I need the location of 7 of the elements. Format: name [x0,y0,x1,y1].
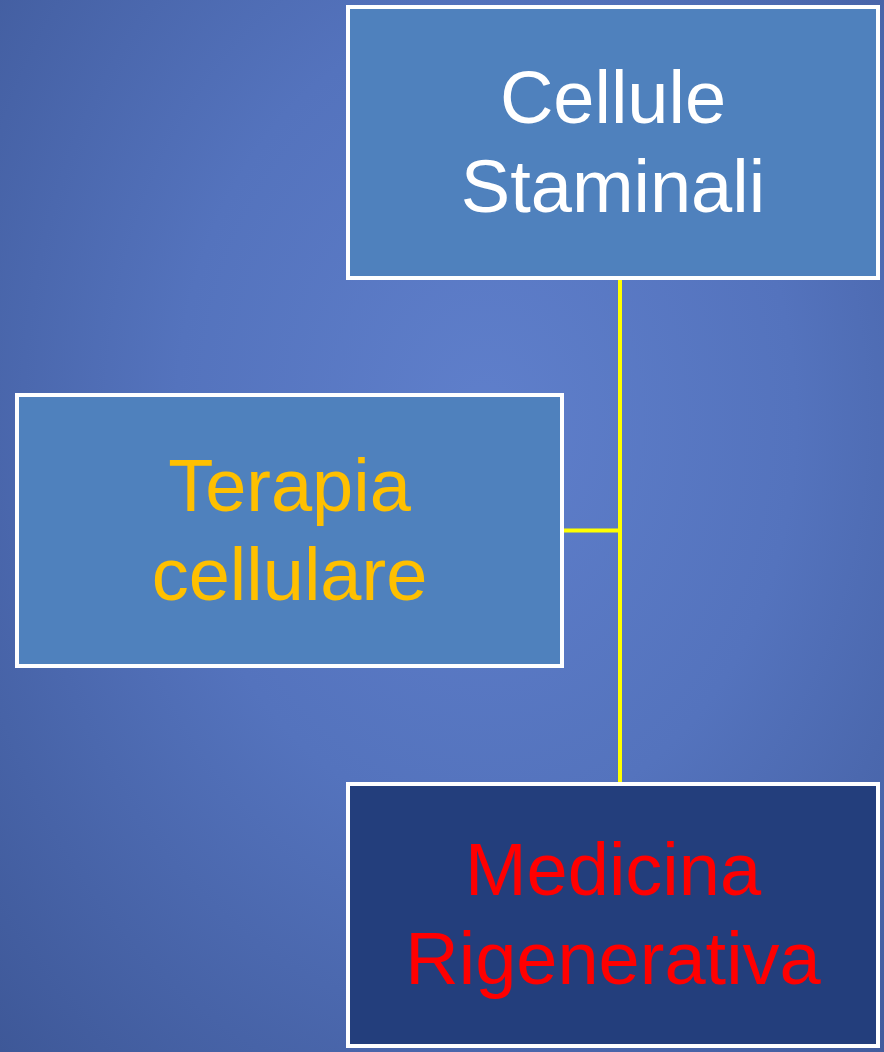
text-box [346,782,880,1048]
text-box [346,5,880,280]
box-label: Medicina Rigenerativa [404,827,822,1002]
connector-line [618,280,622,782]
box-label: Cellule Staminali [459,54,767,230]
text-box [15,393,564,668]
box-label: Terapia cellulare [150,442,429,618]
